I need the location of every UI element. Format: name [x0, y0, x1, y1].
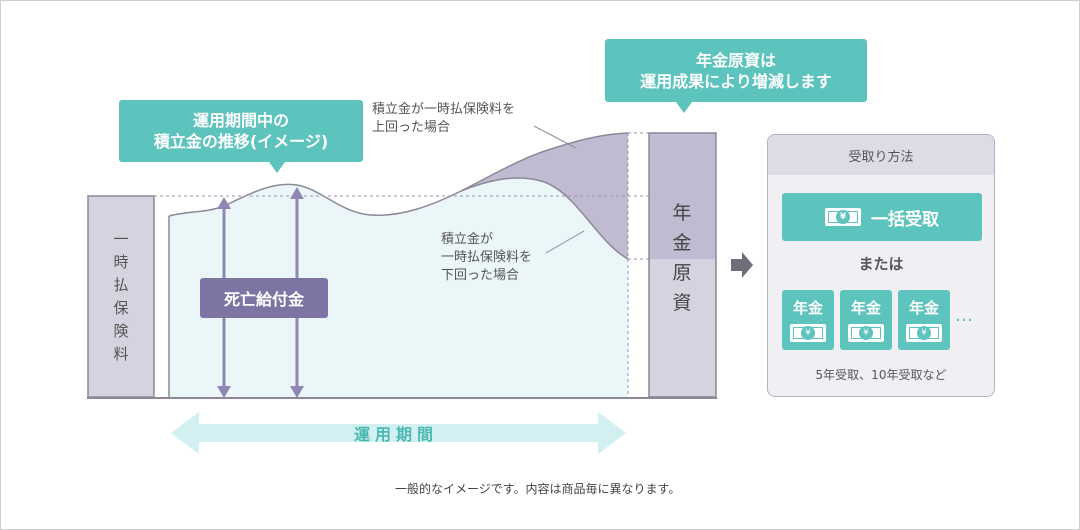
annuity-label: 年金	[908, 299, 939, 317]
vertical-char: 一	[113, 230, 129, 248]
vertical-char: 時	[113, 253, 129, 271]
note-above-premium: 積立金が一時払保険料を 上回った場合	[372, 102, 516, 135]
callout-fund-transition-text: 運用期間中の 積立金の推移(イメージ)	[153, 111, 329, 151]
vertical-char: 払	[113, 276, 129, 294]
vertical-char: 保	[113, 299, 129, 317]
vertical-char: 金	[672, 232, 692, 254]
vertical-char: 資	[672, 292, 692, 314]
yen-symbol: ¥	[836, 210, 850, 224]
arrow-right-icon	[731, 252, 753, 278]
note-above-pointer	[533, 125, 577, 149]
annuity-label: 年金	[850, 299, 881, 317]
pension-principal-label: 年金原資	[669, 198, 695, 318]
annuity-option: 年金 ¥	[898, 290, 950, 350]
operation-period-arrow	[171, 412, 626, 454]
vertical-char: 年	[672, 202, 692, 224]
or-text: または	[858, 255, 904, 273]
annuity-option: 年金 ¥	[782, 290, 834, 350]
premium-column	[87, 195, 155, 398]
callout-fund-transition-tail	[269, 162, 285, 173]
fund-curve-lower	[168, 177, 629, 260]
fund-curve-upper	[460, 132, 629, 192]
panel-footnote: 5年受取、10年受取など	[815, 368, 947, 382]
annuity-option: 年金 ¥	[840, 290, 892, 350]
note-below-premium: 積立金が 一時払保険料を 下回った場合	[441, 232, 533, 283]
vertical-char: 原	[672, 262, 692, 284]
banknote-icon: ¥	[825, 208, 861, 226]
death-benefit-badge: 死亡給付金	[200, 278, 328, 318]
note-below-pointer	[545, 230, 585, 254]
yen-symbol: ¥	[859, 326, 873, 340]
premium-label: 一時払保険料	[111, 228, 131, 366]
fund-area	[169, 133, 628, 397]
callout-pension-principal: 年金原資は 運用成果により増減します	[605, 39, 867, 102]
lump-sum-option: ¥ 一括受取	[782, 193, 982, 241]
callout-pension-principal-tail	[676, 102, 692, 113]
banknote-icon: ¥	[906, 324, 942, 342]
panel-title: 受取り方法	[768, 135, 994, 175]
vertical-char: 険	[113, 322, 129, 340]
gain-area	[461, 133, 628, 259]
banknote-icon: ¥	[790, 324, 826, 342]
yen-symbol: ¥	[801, 326, 815, 340]
receiving-method-panel: 受取り方法 ¥ 一括受取 または 年金 ¥ 年金 ¥ 年金 ¥ … 5年受取、10年受取な…	[767, 134, 995, 397]
lump-sum-label: 一括受取	[871, 209, 939, 230]
ellipsis: …	[955, 305, 974, 326]
yen-symbol: ¥	[917, 326, 931, 340]
disclaimer: 一般的なイメージです。内容は商品毎に異なります。	[395, 482, 681, 496]
banknote-icon: ¥	[848, 324, 884, 342]
callout-fund-transition: 運用期間中の 積立金の推移(イメージ)	[119, 100, 363, 162]
operation-period-label: 運用期間	[353, 425, 438, 444]
callout-pension-principal-text: 年金原資は 運用成果により増減します	[640, 50, 832, 91]
pension-principal-column-lower	[650, 259, 715, 396]
annuity-label: 年金	[792, 299, 823, 317]
vertical-char: 料	[113, 345, 129, 363]
